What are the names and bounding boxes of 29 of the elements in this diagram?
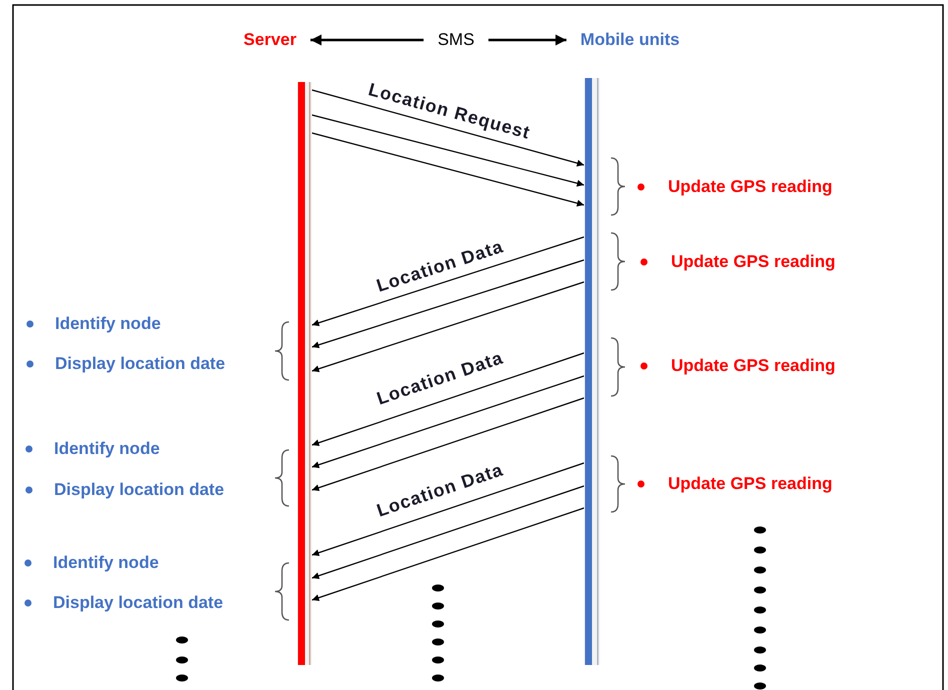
arrow [312,259,584,348]
lifeline-heading: Server [244,30,296,50]
bullet-item-text: Display location date [53,593,224,613]
lifeline-bar [584,78,600,665]
lifeline-heading: SMS [438,30,474,50]
bullet-item-text: Identify node [55,314,161,334]
arrow [312,507,584,602]
lifeline-heading: Mobile units [580,30,680,50]
bullet-item-text: Update GPS reading [671,252,836,272]
bullet-item-text: Display location date [55,354,226,374]
arrow [312,114,584,187]
bullet-item-text: Identify node [54,439,160,459]
bullet-item-text: Identify node [53,553,159,573]
arrow [312,375,584,468]
arrow [312,132,584,207]
arrow [312,89,584,167]
arrow [312,281,584,372]
arrow [312,352,584,446]
arrow [312,485,584,580]
arrow [312,236,584,326]
arrow [312,397,584,492]
arrow [488,34,566,46]
arrow [312,462,584,556]
bullet-item-text: Update GPS reading [668,474,832,494]
bullet-item-text: Display location date [54,480,224,500]
arrow [310,34,424,46]
bullet-item-text: Update GPS reading [668,177,832,197]
bullet-item-text: Update GPS reading [671,356,836,376]
lifeline-bar [297,82,312,665]
